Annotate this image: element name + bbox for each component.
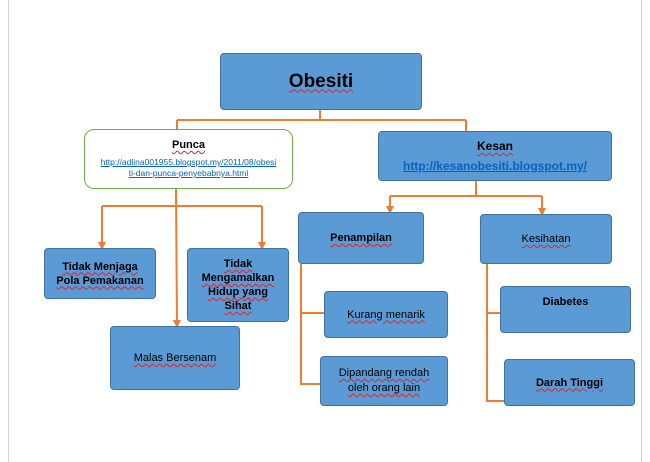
connector-penampilan-bracket [300,264,324,385]
kesan-node[interactable]: Kesan http://kesanobesiti.blogspot.my/ [378,131,612,181]
penampilan-child-kurang[interactable]: Kurang menarik [324,291,448,338]
amalan-line2: Mengamalkan [201,272,275,284]
kesihatan-title: Kesihatan [521,233,571,245]
kesihatan-child-diabetes[interactable]: Diabetes [500,286,631,333]
page-edge-right [641,0,642,462]
diabetes-line1: Diabetes [542,296,589,308]
connector-punca-trunk [102,189,262,207]
amalan-line1: Tidak [223,258,253,270]
penampilan-child-rendah[interactable]: Dipandang rendah oleh orang lain [320,356,448,406]
kesan-link[interactable]: http://kesanobesiti.blogspot.my/ [402,159,587,173]
kesan-title: Kesan [476,139,514,153]
punca-link-line1[interactable]: http://adlina001955.blogspot.my/2011/08/… [100,157,277,167]
kurang-line1: Kurang menarik [347,308,425,321]
punca-link-line2[interactable]: ti-dan-punca-penyebabnya.html [128,168,249,178]
punca-child-amalan[interactable]: Tidak Mengamalkan Hidup yang Sihat [187,248,289,322]
punca-title: Punca [171,139,205,151]
rendah-line2: oleh orang lain [347,382,421,394]
rendah-line1: Dipandang rendah [338,367,430,379]
darah-line1: Darah Tinggi [535,376,604,389]
amalan-line3: Hidup yang [208,286,268,298]
connector-kesan-trunk [390,181,542,197]
menjaga-line1: Tidak Menjaga [62,260,138,273]
connector-root-branches [176,110,467,131]
kesihatan-child-darah[interactable]: Darah Tinggi [504,359,635,406]
punca-child-menjaga[interactable]: Tidak Menjaga Pola Pemakanan [44,248,156,299]
penampilan-node[interactable]: Penampilan [298,212,424,264]
punca-child-bersenam[interactable]: Malas Bersenam [110,326,240,390]
page-edge-left [8,0,9,462]
root-node[interactable]: Obesiti [220,53,422,110]
amalan-line4: Sihat [224,300,252,312]
connector-kesihatan-bracket [486,264,504,402]
connector-punca-bersenam [172,188,181,328]
menjaga-line2: Pola Pemakanan [56,274,144,287]
penampilan-title: Penampilan [330,232,392,244]
punca-node[interactable]: Punca http://adlina001955.blogspot.my/20… [84,129,293,189]
kesihatan-node[interactable]: Kesihatan [480,214,612,264]
root-title: Obesiti [288,70,354,92]
bersenam-line1: Malas Bersenam [133,352,217,364]
